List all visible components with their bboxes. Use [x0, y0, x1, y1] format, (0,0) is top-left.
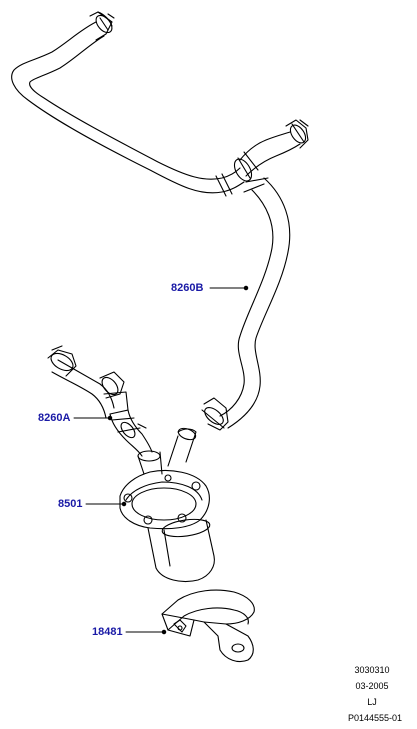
callout-18481[interactable]: 18481: [92, 626, 123, 638]
bracket-18481: [162, 590, 254, 661]
hose-8260b: [168, 178, 290, 466]
meta-ref: P0144555-01: [347, 713, 403, 723]
callout-8260a[interactable]: 8260A: [38, 412, 71, 424]
callout-8260b[interactable]: 8260B: [171, 282, 204, 294]
leader-lines: [74, 286, 248, 634]
upper-hose: [12, 12, 244, 193]
meta-code: 3030310: [354, 665, 390, 675]
pump-8501: [120, 451, 214, 582]
meta-date: 03-2005: [355, 681, 389, 691]
hose-8260a: [48, 346, 152, 456]
callout-8501[interactable]: 8501: [58, 498, 83, 510]
meta-initials: LJ: [367, 697, 377, 707]
y-junction: [216, 120, 309, 196]
